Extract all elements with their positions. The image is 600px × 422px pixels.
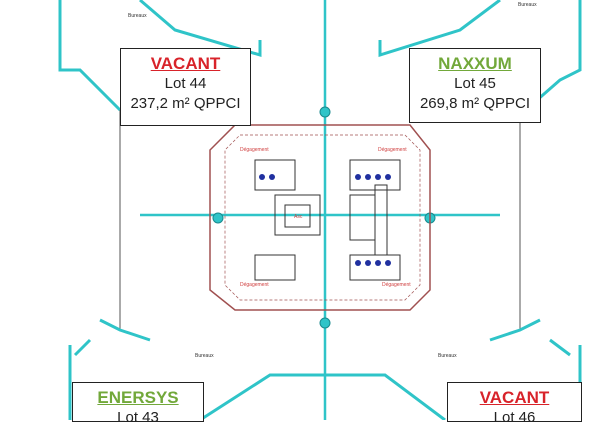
room-label-bureaux: Bureaux: [128, 13, 147, 19]
lot-status: NAXXUM: [438, 54, 512, 73]
wall-nw: [58, 0, 122, 112]
wall-top-right: [378, 0, 501, 58]
lot-status: VACANT: [150, 54, 221, 73]
lot-area: 269,8 m² QPPCI: [419, 95, 531, 112]
lot-46-box[interactable]: VACANT Lot 46: [447, 382, 582, 422]
lot-45-box[interactable]: NAXXUM Lot 45 269,8 m² QPPCI: [409, 48, 541, 123]
wall-bottom: [199, 373, 446, 420]
lot-status: ENERSYS: [97, 388, 179, 407]
lot-number: Lot 45: [454, 75, 496, 92]
lot-44-box[interactable]: VACANT Lot 44 237,2 m² QPPCI: [120, 48, 251, 126]
room-label-bureaux: Bureaux: [195, 353, 214, 359]
wall-top-left: [139, 0, 262, 58]
lot-status: VACANT: [479, 388, 550, 407]
lot-43-box[interactable]: ENERSYS Lot 43: [72, 382, 204, 422]
room-label-degagement: Dégagement: [240, 282, 269, 288]
core-outline: [209, 124, 431, 311]
room-label-bureaux: Bureaux: [438, 353, 457, 359]
lot-number: Lot 46: [493, 409, 536, 422]
room-label-degagement: Dégagement: [378, 147, 407, 153]
lot-area: 237,2 m² QPPCI: [130, 95, 241, 112]
lot-number: Lot 43: [117, 409, 159, 422]
room-label-degagement: Dégagement: [382, 282, 411, 288]
room-label-asc: Asc: [294, 214, 303, 220]
room-label-bureaux: Bureaux: [518, 2, 537, 8]
lot-number: Lot 44: [164, 75, 207, 92]
room-label-degagement: Dégagement: [240, 147, 269, 153]
